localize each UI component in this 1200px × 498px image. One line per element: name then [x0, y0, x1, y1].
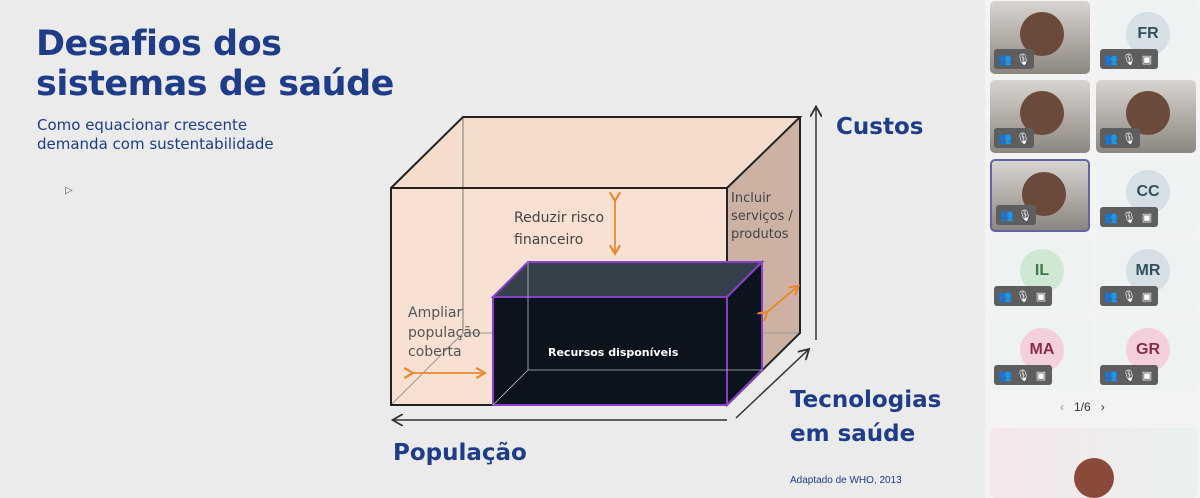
tech-line: em saúde [790, 421, 916, 447]
costs-axis-label: Custos [836, 114, 924, 140]
camera-off-icon: ▣ [1035, 290, 1047, 303]
participant-tile[interactable]: MR 👥 🎙 ▣ [1096, 238, 1196, 311]
status-icons: 👥 🎙 ▣ [994, 365, 1052, 385]
participant-video [1126, 91, 1170, 135]
self-video-tile[interactable] [990, 428, 1197, 498]
next-page-icon[interactable]: › [1100, 400, 1105, 414]
population-label: Ampliar [408, 305, 462, 321]
population-label: população [408, 325, 481, 341]
page-indicator: 1/6 [1074, 400, 1091, 414]
services-arrow [766, 287, 797, 313]
mic-off-icon: 🎙 [1122, 53, 1136, 66]
avatar: MA [1020, 328, 1064, 372]
status-icons: 👥🎙 [996, 205, 1036, 225]
participant-tile[interactable]: IL 👥 🎙 ▣ [990, 238, 1090, 311]
participant-tile[interactable]: CC 👥 🎙 ▣ [1096, 159, 1196, 232]
mic-off-icon: 🎙 [1018, 209, 1032, 222]
camera-off-icon: ▣ [1141, 369, 1153, 382]
people-icon: 👥 [998, 132, 1012, 145]
source-credit: Adaptado de WHO, 2013 [790, 475, 902, 486]
participant-tile[interactable]: 👥🎙 [990, 159, 1090, 232]
services-label: produtos [731, 227, 789, 242]
outer-box-top [391, 117, 800, 188]
mic-off-icon: 🎙 [1122, 369, 1136, 382]
services-label: Incluir [731, 191, 772, 206]
title-line: sistemas de saúde [36, 64, 394, 104]
camera-off-icon: ▣ [1141, 211, 1153, 224]
camera-off-icon: ▣ [1141, 53, 1153, 66]
people-icon: 👥 [1104, 369, 1118, 382]
mic-off-icon: 🎙 [1016, 290, 1030, 303]
status-icons: 👥🎙 [994, 128, 1034, 148]
tech-axis-arrow [735, 350, 808, 419]
status-icons: 👥 🎙 ▣ [994, 286, 1052, 306]
people-icon: 👥 [1000, 209, 1014, 222]
participant-tile[interactable]: 👥🎙 [990, 1, 1090, 74]
pager: ‹ 1/6 › [1060, 400, 1105, 414]
prev-page-icon[interactable]: ‹ [1060, 400, 1064, 414]
people-icon: 👥 [1104, 132, 1118, 145]
participant-video [1020, 12, 1064, 56]
mic-off-icon: 🎙 [1016, 369, 1030, 382]
avatar: CC [1126, 170, 1170, 214]
people-icon: 👥 [998, 290, 1012, 303]
status-icons: 👥 🎙 ▣ [1100, 49, 1158, 69]
mic-off-icon: 🎙 [1122, 290, 1136, 303]
people-icon: 👥 [1104, 290, 1118, 303]
participant-tile[interactable]: GR 👥 🎙 ▣ [1096, 317, 1196, 390]
tech-axis-label: Tecnologias em saúde [790, 383, 941, 451]
subtitle-line: Como equacionar crescente [37, 116, 248, 134]
mic-off-icon: 🎙 [1016, 132, 1030, 145]
camera-off-icon: ▣ [1141, 290, 1153, 303]
title-line: Desafios dos [36, 24, 282, 64]
avatar: FR [1126, 12, 1170, 56]
participant-tile[interactable]: 👥🎙 [1096, 80, 1196, 153]
avatar: GR [1126, 328, 1170, 372]
camera-off-icon: ▣ [1035, 369, 1047, 382]
people-icon: 👥 [998, 369, 1012, 382]
participants-panel: 👥🎙FR👥🎙▣👥🎙👥🎙👥🎙CC👥🎙▣IL👥🎙▣MR👥🎙▣MA👥🎙▣GR👥🎙▣ [985, 0, 1200, 498]
participant-tile[interactable]: FR 👥 🎙 ▣ [1096, 1, 1196, 74]
people-icon: 👥 [998, 53, 1012, 66]
risk-label: Reduzir risco [514, 210, 604, 226]
people-icon: 👥 [1104, 211, 1118, 224]
resources-box-top [490, 261, 765, 298]
participant-tile[interactable]: 👥🎙 [990, 80, 1090, 153]
mic-off-icon: 🎙 [1122, 211, 1136, 224]
participant-tile[interactable]: MA 👥 🎙 ▣ [990, 317, 1090, 390]
tech-line: Tecnologias [790, 387, 942, 413]
avatar [1074, 458, 1114, 498]
avatar: MR [1126, 249, 1170, 293]
resources-box-front [492, 296, 728, 406]
status-icons: 👥🎙 [1100, 128, 1140, 148]
resources-label: Recursos disponíveis [548, 346, 679, 359]
cube-diagram: Reduzir risco financeiro Incluir serviço… [390, 0, 985, 498]
mouse-cursor-icon: ▷ [65, 185, 73, 196]
avatar: IL [1020, 249, 1064, 293]
mic-off-icon: 🎙 [1122, 132, 1136, 145]
status-icons: 👥 🎙 ▣ [1100, 207, 1158, 227]
people-icon: 👥 [1104, 53, 1118, 66]
population-label: coberta [408, 344, 462, 360]
status-icons: 👥🎙 [994, 49, 1034, 69]
mic-off-icon: 🎙 [1016, 53, 1030, 66]
population-axis-label: População [393, 440, 527, 466]
subtitle-line: demanda com sustentabilidade [37, 135, 274, 153]
participant-video [1020, 91, 1064, 135]
status-icons: 👥 🎙 ▣ [1100, 365, 1158, 385]
services-label: serviços / [731, 209, 793, 224]
risk-label: financeiro [514, 232, 583, 248]
status-icons: 👥 🎙 ▣ [1100, 286, 1158, 306]
